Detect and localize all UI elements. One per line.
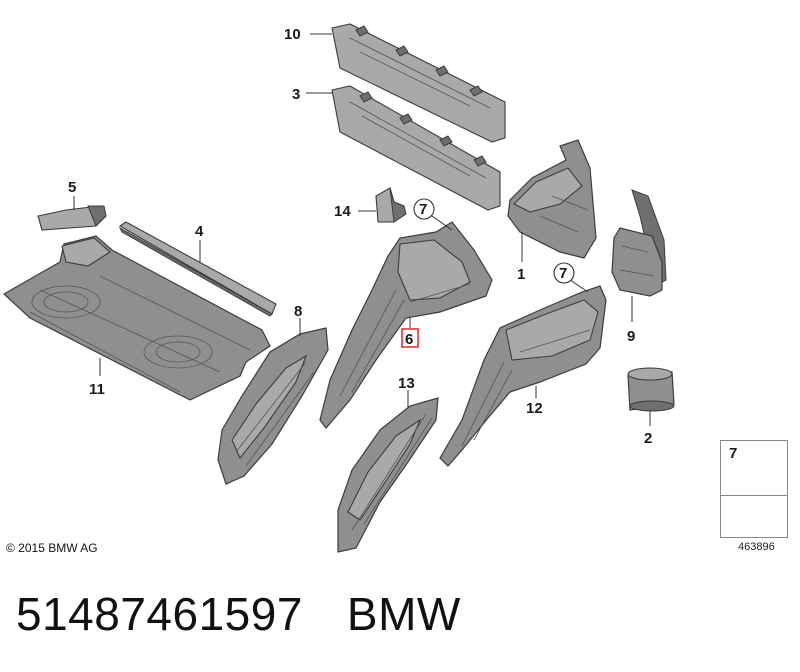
callout-6-highlight [401, 328, 419, 348]
catalog-reference: 463896 [738, 541, 775, 553]
part-11-floor-mat [2, 235, 271, 401]
callout-3: 3 [292, 86, 300, 103]
copyright-text: © 2015 BMW AG [6, 541, 98, 555]
callout-14: 14 [334, 203, 351, 220]
legend-divider [721, 495, 787, 496]
part-2-cylinder [627, 367, 675, 412]
callout-7a-circle [413, 198, 435, 220]
legend-box: 7 [720, 440, 788, 538]
part-13-lower-panel [337, 397, 439, 553]
part-number-text: 51487461597 [16, 588, 303, 640]
leader-7a [431, 215, 453, 231]
leader-7b [569, 279, 589, 293]
callout-7b: 7 [559, 265, 567, 282]
part-4-long-strip [118, 221, 277, 317]
brand-text: BMW [346, 588, 461, 640]
callout-8: 8 [294, 303, 302, 320]
callout-7b-circle [553, 262, 575, 284]
part-9-side-panel [611, 189, 667, 297]
part-6-arch-panel [319, 221, 493, 429]
callout-10: 10 [284, 26, 301, 43]
part-10-trim-strip [331, 23, 506, 143]
legend-part-number: 7 [729, 445, 738, 462]
callout-4: 4 [195, 223, 204, 240]
callout-7a: 7 [419, 201, 427, 218]
callout-12: 12 [526, 400, 543, 417]
callout-13: 13 [398, 375, 415, 392]
product-line: 51487461597 BMW [16, 587, 461, 641]
callout-5: 5 [68, 179, 76, 196]
part-12-right-arch [439, 285, 607, 467]
part-14-clip [375, 187, 407, 223]
callout-2: 2 [644, 430, 652, 447]
part-5-bracket [37, 205, 107, 231]
part-1-cover [507, 139, 597, 259]
callout-6: 6 [405, 331, 413, 348]
callout-11: 11 [89, 381, 105, 398]
part-3-trim-strip [331, 85, 501, 211]
part-8-quilted-panel [217, 327, 329, 485]
callout-1: 1 [517, 266, 525, 283]
callout-9: 9 [627, 328, 635, 345]
